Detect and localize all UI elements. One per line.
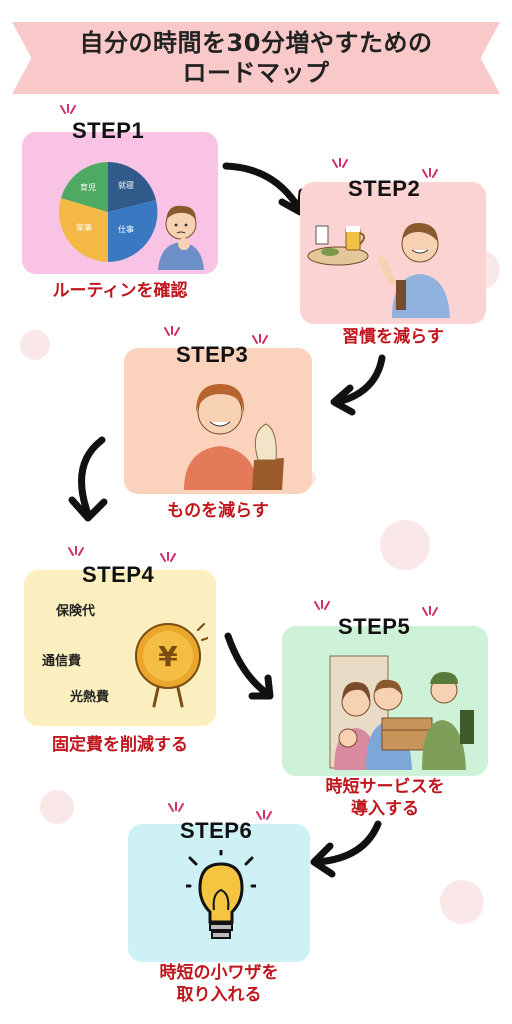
home-delivery-family-icon — [329, 655, 474, 770]
background-dot — [380, 520, 430, 570]
background-dot — [20, 330, 50, 360]
step5-caption-line1: 時短サービスを — [325, 777, 445, 797]
arrow-icon — [330, 354, 386, 416]
arrow-icon — [310, 820, 382, 878]
routine-pie-chart-icon: 育児 就寝 家事 仕事 — [58, 162, 158, 262]
step6-label: STEP6 — [180, 818, 253, 843]
sparkle-icon — [252, 334, 268, 344]
step1-caption: ルーティンを確認 — [52, 281, 188, 301]
step5-label: STEP5 — [338, 614, 411, 639]
pie-label-childcare: 育児 — [80, 182, 96, 192]
arrow-icon — [222, 162, 306, 216]
woman-with-bag-icon — [184, 384, 284, 490]
step5-caption-line2: 導入する — [351, 799, 419, 819]
step1-label: STEP1 — [72, 118, 145, 143]
step4-label: STEP4 — [82, 562, 155, 587]
sparkle-icon — [256, 810, 272, 820]
sparkle-icon — [422, 606, 438, 616]
fixed-cost-item: 光熱費 — [70, 690, 110, 705]
title-banner: 自分の時間を30分増やすための ロードマップ — [12, 22, 500, 94]
sparkle-icon — [422, 168, 438, 178]
pie-label-work: 仕事 — [118, 224, 134, 234]
step3-caption: ものを減らす — [167, 501, 269, 521]
yen-symbol: ¥ — [158, 640, 178, 673]
title-line-2: ロードマップ — [182, 59, 330, 87]
arrow-icon — [68, 436, 108, 522]
step6-caption-line2: 取り入れる — [176, 985, 262, 1005]
yen-coin-icon: ¥ — [135, 623, 208, 708]
step2-caption: 習慣を減らす — [342, 327, 444, 347]
sparkle-icon — [332, 158, 348, 168]
pie-label-sleep: 就寝 — [118, 180, 134, 190]
step2-label: STEP2 — [348, 176, 421, 201]
arrow-icon — [224, 632, 274, 700]
fixed-cost-item: 通信費 — [42, 654, 82, 669]
pie-label-housework: 家事 — [76, 222, 92, 232]
background-dot — [40, 790, 74, 824]
waving-man-icon — [378, 222, 450, 318]
step6-caption-line1: 時短の小ワザを — [159, 963, 279, 983]
thinking-man-icon — [158, 205, 204, 270]
lightbulb-icon — [186, 850, 256, 939]
background-dot — [440, 880, 484, 924]
drinks-and-snacks-icon — [307, 225, 369, 266]
title-line-1: 自分の時間を30分増やすための — [79, 29, 433, 57]
sparkle-icon — [164, 326, 180, 336]
sparkle-icon — [160, 552, 176, 562]
sparkle-icon — [68, 546, 84, 556]
sparkle-icon — [168, 802, 184, 812]
step3-label: STEP3 — [176, 342, 249, 367]
step4-caption: 固定費を削減する — [52, 735, 188, 755]
sparkle-icon — [60, 104, 76, 114]
fixed-cost-item: 保険代 — [56, 604, 96, 619]
sparkle-icon — [314, 600, 330, 610]
